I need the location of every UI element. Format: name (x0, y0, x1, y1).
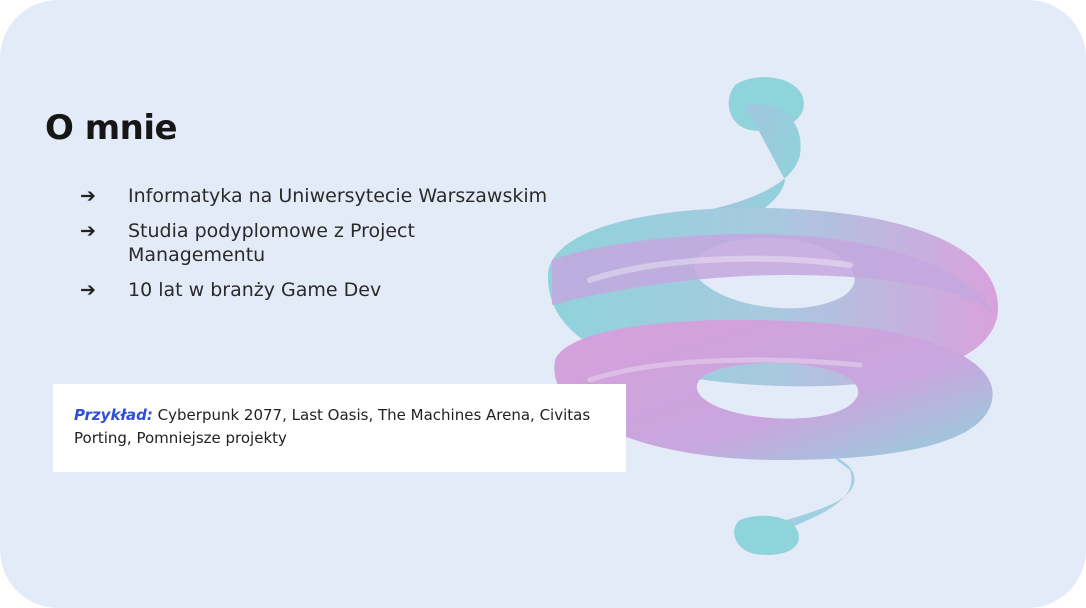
example-projects: Cyberpunk 2077, Last Oasis, The Machines… (74, 406, 591, 447)
example-text: Przykład: Cyberpunk 2077, Last Oasis, Th… (74, 404, 606, 450)
bullet-item: ➔ 10 lat w branży Game Dev (80, 278, 600, 302)
bullet-item: ➔ Informatyka na Uniwersytecie Warszawsk… (80, 184, 600, 208)
bullet-text: Informatyka na Uniwersytecie Warszawskim (128, 185, 548, 207)
bullet-item: ➔ Studia podyplomowe z Project Managemen… (80, 219, 600, 267)
page-title: O mnie (45, 108, 178, 148)
example-label: Przykład: (74, 406, 153, 424)
bullet-list: ➔ Informatyka na Uniwersytecie Warszawsk… (80, 184, 600, 313)
bullet-text: 10 lat w branży Game Dev (128, 279, 382, 301)
arrow-right-icon: ➔ (80, 185, 96, 207)
example-box: Przykład: Cyberpunk 2077, Last Oasis, Th… (53, 384, 626, 472)
twisted-ribbon-decoration (547, 77, 999, 556)
bullet-text: Studia podyplomowe z Project Managementu (128, 220, 415, 266)
arrow-right-icon: ➔ (80, 279, 96, 301)
arrow-right-icon: ➔ (80, 220, 96, 242)
